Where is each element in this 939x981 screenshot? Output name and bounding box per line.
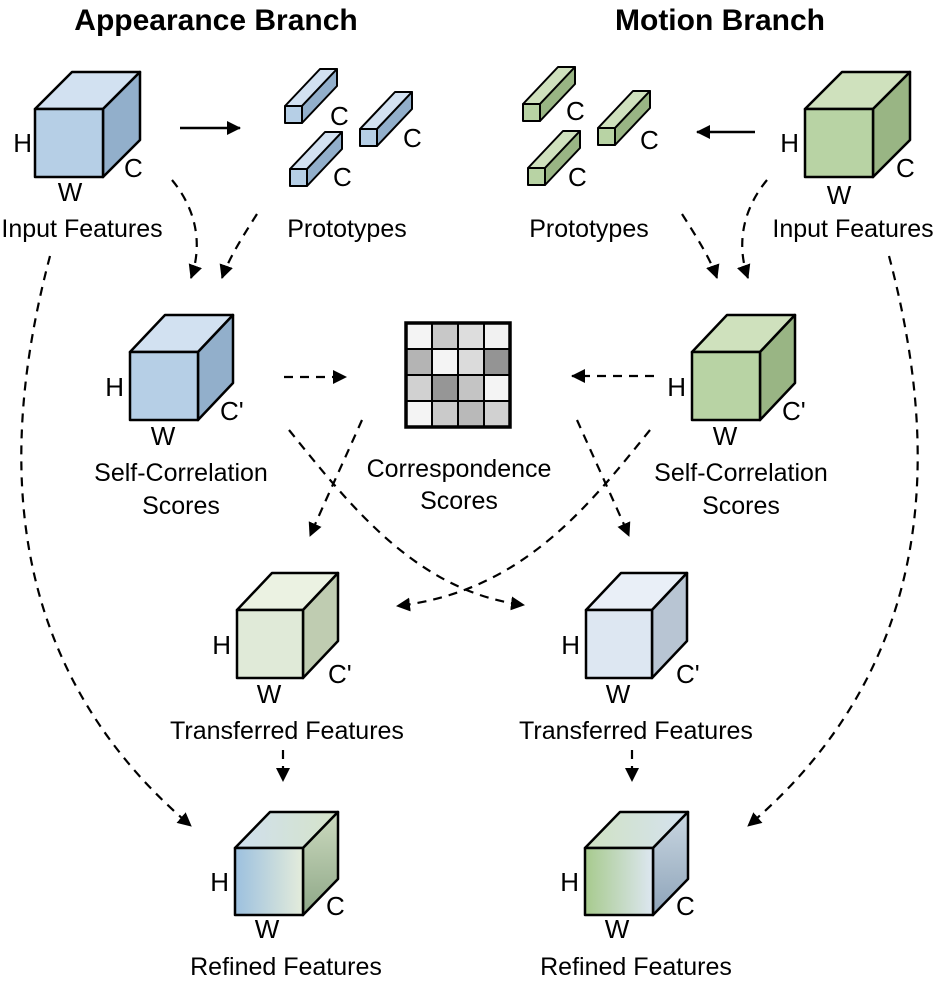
grid-cell <box>431 322 459 350</box>
cube-front-face <box>583 846 655 917</box>
motion-refined-cube: H W C <box>560 810 695 944</box>
dim-w: W <box>257 679 282 709</box>
bar-cap-face <box>522 103 541 122</box>
appearance-transferred-label: Transferred Features <box>170 717 404 745</box>
correspondence-grid <box>404 321 512 429</box>
dim-c: C <box>566 96 585 126</box>
appearance-refined-cube: H W C <box>210 810 345 944</box>
grid-cell <box>405 400 433 428</box>
motion-input-to-selfcorr-arrow <box>737 179 768 279</box>
dim-h: H <box>667 372 686 402</box>
dim-w: W <box>58 177 83 207</box>
cube-front-face <box>33 107 105 179</box>
motion-selfcorr-label-line2: Scores <box>702 492 780 520</box>
grid-cell <box>431 348 459 376</box>
motion-selfcorr-cube: H W C' <box>667 313 806 451</box>
grid-cell <box>405 374 433 402</box>
grid-cell <box>405 322 433 350</box>
appearance-branch-title: Appearance Branch <box>74 4 357 37</box>
grid-to-motion-transferred-arrow <box>575 419 631 537</box>
grid-cell <box>431 400 459 428</box>
bar-cap-face <box>284 105 303 124</box>
bar-cap-face <box>289 168 308 187</box>
motion-prototypes-label: Prototypes <box>529 215 649 243</box>
grid-cell <box>483 348 511 376</box>
dim-c-prime: C' <box>782 396 806 426</box>
appearance-selfcorr-to-motion-transferred-arrow <box>288 429 525 611</box>
dim-w: W <box>713 421 738 451</box>
bar-cap-face <box>359 128 378 147</box>
dim-c: C <box>568 162 587 192</box>
grid-cell <box>457 348 485 376</box>
grid-cell <box>405 348 433 376</box>
correspondence-label-line2: Scores <box>420 487 498 515</box>
motion-branch-title: Motion Branch <box>615 4 825 37</box>
dim-h: H <box>560 867 579 897</box>
motion-prototypes: C C C <box>522 66 659 192</box>
appearance-prototypes-label: Prototypes <box>287 215 407 243</box>
cube-front-face <box>233 846 305 917</box>
motion-refined-label: Refined Features <box>540 953 732 981</box>
appearance-transferred-cube: H W C' <box>212 571 352 709</box>
grid-cell <box>457 400 485 428</box>
dim-c: C <box>676 891 695 921</box>
dim-w: W <box>606 679 631 709</box>
dim-w: W <box>255 914 280 944</box>
appearance-refined-label: Refined Features <box>190 953 382 981</box>
dim-c: C <box>326 891 345 921</box>
grid-cell <box>483 322 511 350</box>
dim-c: C <box>640 125 659 155</box>
motion-input-cube: H W C <box>780 70 915 210</box>
correspondence-label-line1: Correspondence <box>367 455 552 483</box>
dim-h: H <box>105 372 124 402</box>
appearance-input-cube: H W C <box>13 70 143 207</box>
grid-frame <box>404 321 512 429</box>
cube-front-face <box>690 350 762 422</box>
dim-h: H <box>561 630 580 660</box>
bar-cap-face <box>597 127 616 146</box>
dim-c: C <box>330 101 349 131</box>
dim-h: H <box>780 128 799 158</box>
grid-cell <box>483 374 511 402</box>
cube-front-face <box>128 350 200 422</box>
appearance-selfcorr-cube: H W C' <box>105 313 244 451</box>
dim-c: C <box>333 162 352 192</box>
motion-input-label: Input Features <box>772 215 933 243</box>
motion-transferred-cube: H W C' <box>561 571 700 709</box>
dim-w: W <box>605 914 630 944</box>
dim-c: C <box>403 123 422 153</box>
cube-front-face <box>584 608 654 680</box>
motion-selfcorr-to-appearance-transferred-arrow <box>396 429 651 612</box>
appearance-selfcorr-label-line2: Scores <box>142 492 220 520</box>
motion-prototypes-to-selfcorr-arrow <box>681 213 720 279</box>
dim-c: C <box>124 153 143 183</box>
grid-cell <box>483 400 511 428</box>
dim-c-prime: C' <box>220 396 244 426</box>
grid-cell <box>431 374 459 402</box>
dim-h: H <box>210 867 229 897</box>
grid-cell <box>457 322 485 350</box>
grid-to-appearance-transferred-arrow <box>308 419 364 537</box>
appearance-prototypes: C C C <box>284 68 422 192</box>
dim-h: H <box>212 630 231 660</box>
motion-transferred-label: Transferred Features <box>519 717 753 745</box>
appearance-input-to-refined-skip-arrow <box>20 255 192 827</box>
dim-c-prime: C' <box>328 659 352 689</box>
bar-cap-face <box>527 167 546 186</box>
grid-cell <box>457 374 485 402</box>
dim-c-prime: C' <box>676 659 700 689</box>
cube-front-face <box>803 107 875 179</box>
dim-w: W <box>827 180 852 210</box>
appearance-input-label: Input Features <box>1 215 162 243</box>
appearance-selfcorr-label-line1: Self-Correlation <box>94 459 268 487</box>
motion-input-to-refined-skip-arrow <box>747 255 919 827</box>
cube-front-face <box>235 608 305 680</box>
appearance-prototypes-to-selfcorr-arrow <box>219 213 258 279</box>
appearance-input-to-selfcorr-arrow <box>171 179 202 279</box>
dim-w: W <box>151 421 176 451</box>
dim-c: C <box>896 153 915 183</box>
dim-h: H <box>13 128 32 158</box>
motion-selfcorr-label-line1: Self-Correlation <box>654 459 828 487</box>
